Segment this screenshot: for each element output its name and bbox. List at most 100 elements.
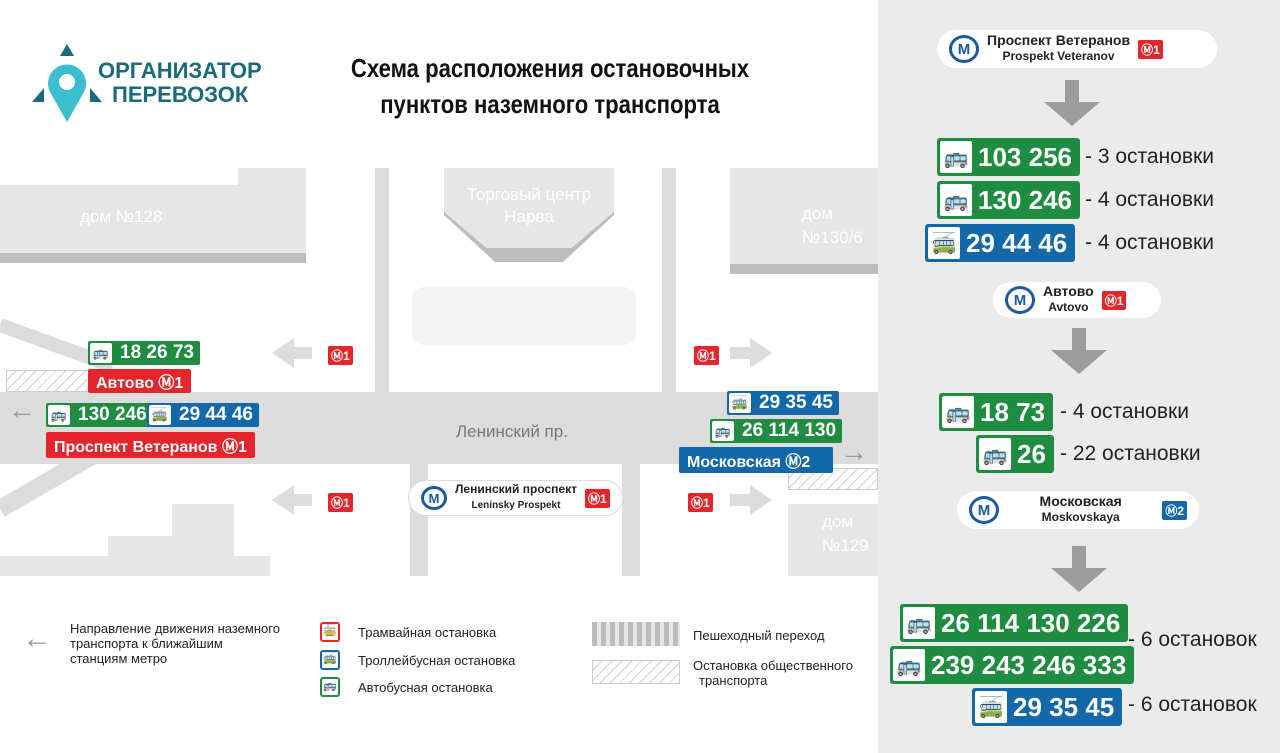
page-title: Схема расположения остановочных пунктов …: [346, 50, 754, 122]
title-line-1: Схема расположения остановочных: [350, 53, 750, 83]
arrow-right-road-icon: →: [840, 436, 868, 467]
arrow-shaft: [292, 347, 312, 359]
trolleybus-stop-29-44-46[interactable]: 🚎 29 44 46: [147, 403, 259, 427]
logo-pin-icon: [32, 44, 102, 122]
station-name-latin: Prospekt Veteranov: [1002, 48, 1115, 63]
metro-badge: Ⓜ1: [688, 493, 713, 512]
metro-line-badge: Ⓜ1: [584, 488, 610, 508]
arrow-shaft: [730, 347, 752, 359]
metro-label: Автово Ⓜ1: [96, 375, 184, 392]
metro-tag-moskovskaya[interactable]: Московская Ⓜ2: [679, 447, 833, 473]
bus-icon: 🚌: [979, 438, 1011, 470]
route-numbers: 26 114 130: [742, 420, 837, 441]
route-29-44-46[interactable]: 🚎29 44 46: [925, 224, 1076, 262]
legend-bus: Автобусная остановка: [358, 680, 493, 695]
down-arrow-icon: [1072, 328, 1086, 350]
legend-tram: Трамвайная остановка: [358, 625, 497, 640]
metro-logo-icon: M: [949, 35, 979, 63]
route-130-246[interactable]: 🚌130 246: [937, 181, 1080, 219]
building-130-label-2: №130/6: [802, 228, 863, 247]
side-street-bottom-right: [622, 464, 640, 576]
crosswalk-icon: [592, 622, 680, 646]
bus-icon: 🚌: [320, 677, 340, 697]
route-numbers: 130 246: [978, 184, 1072, 215]
metro-line-badge: Ⓜ1: [1138, 39, 1163, 59]
station-name-ru: Ленинский проспект: [455, 482, 577, 497]
logo: ОРГАНИЗАТОР ПЕРЕВОЗОК: [32, 44, 272, 124]
legend-stop-line-2: транспорта: [699, 673, 768, 688]
stop-zone-icon: [592, 660, 680, 684]
metro-line-badge: Ⓜ1: [1101, 290, 1127, 310]
route-numbers: 130 246: [78, 404, 147, 425]
bus-stop-18-26-73[interactable]: 🚌18 26 73: [88, 341, 200, 365]
route-239-243-246-333[interactable]: 🚌239 243 246 333: [890, 646, 1135, 684]
mall-label-2: Нарва: [504, 207, 554, 226]
stop-zone-left: [6, 370, 92, 392]
route-numbers: 29 44 46: [966, 227, 1068, 258]
bus-icon: 🚌: [903, 607, 935, 639]
route-numbers: 29 35 45: [759, 392, 833, 413]
building-128-wing: [238, 168, 306, 198]
bus-icon: 🚌: [940, 184, 972, 216]
title-line-2: пунктов наземного транспорта: [380, 89, 720, 119]
stop-count: - 6 остановок: [1128, 693, 1257, 716]
trolleybus-icon: 🚎: [320, 650, 340, 670]
station-name-latin: Leninsky Prospekt: [471, 499, 561, 511]
stop-count: - 3 остановки: [1085, 145, 1214, 168]
route-numbers: 103 256: [978, 141, 1072, 172]
arrow-shaft: [730, 494, 752, 506]
metro-logo-icon: M: [1005, 286, 1035, 314]
building-bottom-left-3: [172, 504, 234, 576]
side-street-left: [375, 168, 389, 398]
route-numbers: 239 243 246 333: [931, 649, 1127, 680]
trolleybus-icon: 🚎: [975, 691, 1007, 723]
route-numbers: 29 44 46: [179, 404, 253, 425]
route-numbers: 26: [1017, 438, 1046, 469]
metro-tag-avtovo[interactable]: Автово Ⓜ1: [88, 369, 192, 393]
route-26[interactable]: 🚌26: [976, 435, 1054, 473]
legend-arrow-text: Направление движения наземного транспорт…: [70, 621, 280, 666]
route-18-73[interactable]: 🚌18 73: [939, 393, 1054, 431]
bus-icon: 🚌: [90, 343, 112, 363]
trolleybus-stop-29-35-45[interactable]: 🚎 29 35 45: [727, 391, 839, 415]
bus-icon: 🚌: [712, 421, 734, 441]
route-103-256[interactable]: 🚌103 256: [937, 138, 1080, 176]
route-26-114-130-226[interactable]: 🚌26 114 130 226: [900, 604, 1129, 642]
station-name-ru: Проспект Ветеранов: [987, 32, 1131, 49]
down-arrow-head: [1051, 350, 1107, 374]
plaza: [412, 287, 636, 345]
metro-line-badge: Ⓜ2: [1162, 500, 1187, 520]
station-name-latin: Moskovskaya: [1041, 509, 1120, 524]
stop-zone-right: [788, 468, 878, 490]
station-name-ru: Московская: [1039, 493, 1122, 510]
building-129-label-1: дом: [822, 512, 854, 531]
street-name: Ленинский пр.: [456, 422, 568, 441]
trolleybus-icon: 🚎: [149, 405, 171, 425]
station-name-latin: Avtovo: [1048, 299, 1089, 314]
trolleybus-icon: 🚎: [729, 393, 751, 413]
bus-stop-26-114-130[interactable]: 🚌 26 114 130: [710, 419, 843, 443]
metro-tag-veteranov[interactable]: Проспект Ветеранов Ⓜ1: [46, 432, 255, 458]
bus-stop-130-246[interactable]: 🚌130 246: [46, 403, 153, 427]
logo-text-2: ПЕРЕВОЗОК: [112, 82, 249, 107]
legend-stop-line-1: Остановка общественного: [693, 658, 853, 673]
route-29-35-45[interactable]: 🚎29 35 45: [972, 688, 1123, 726]
down-arrow-head: [1051, 568, 1107, 592]
metro-badge: Ⓜ1: [328, 493, 353, 512]
building-128-label: дом №128: [80, 207, 163, 226]
arrow-left-icon: [272, 485, 294, 515]
route-numbers: 18 73: [980, 396, 1046, 427]
mall-label-1: Торговый центр: [466, 185, 592, 204]
metro-logo-icon: M: [421, 486, 447, 510]
